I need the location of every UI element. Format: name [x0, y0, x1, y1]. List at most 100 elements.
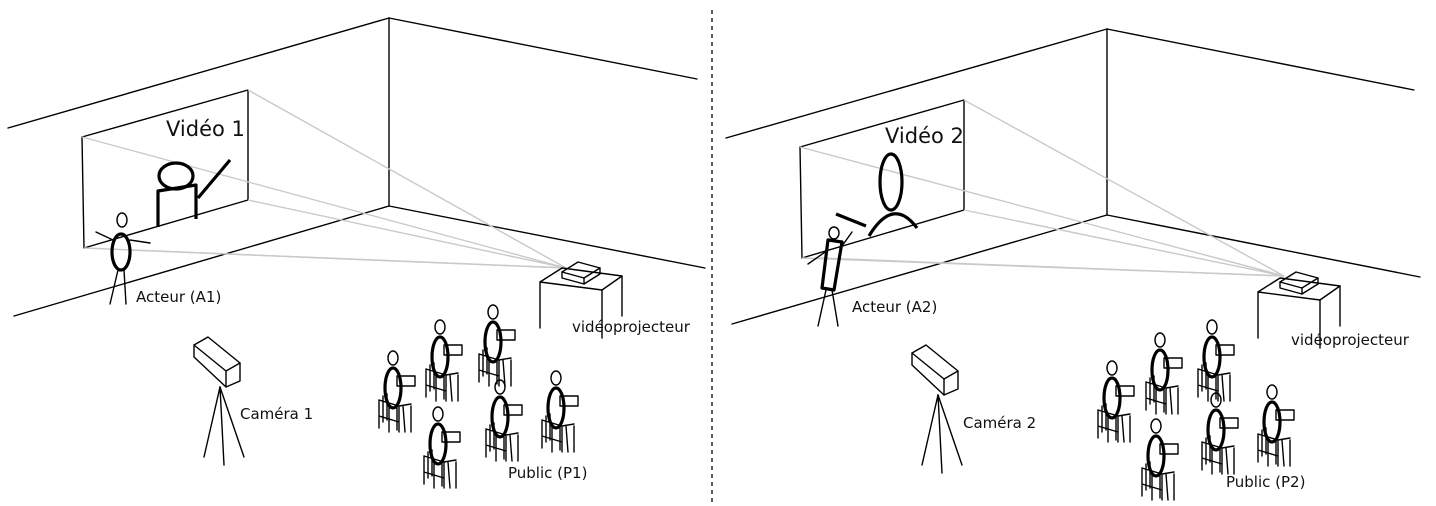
actor-arm — [95, 231, 114, 241]
scene-2 — [725, 28, 1421, 501]
spectator-head — [1154, 332, 1166, 348]
camera-1-label: Caméra 1 — [240, 405, 314, 423]
scene-1 — [7, 17, 706, 489]
actor-1 — [95, 212, 151, 305]
spectator-body — [1202, 335, 1222, 379]
actor-leg — [831, 289, 839, 327]
spectator — [1145, 332, 1183, 415]
wall-top-right-edge — [388, 17, 698, 80]
spectator-body — [1262, 400, 1282, 444]
actor-arm — [841, 231, 853, 247]
actor-body — [820, 238, 844, 292]
leg — [1221, 374, 1225, 402]
camera-body-side — [225, 362, 241, 388]
spectator — [1141, 418, 1179, 501]
tripod-leg — [203, 386, 221, 458]
actor-arm — [129, 239, 151, 244]
projected-body — [156, 183, 198, 227]
spectator-body — [1150, 348, 1170, 392]
spectator-head — [1210, 392, 1222, 408]
projected-body — [867, 212, 919, 237]
chair — [1197, 368, 1231, 402]
spectator-head — [1266, 384, 1278, 400]
actor-leg — [817, 289, 827, 327]
spectator — [425, 319, 463, 402]
spectator-body — [383, 366, 403, 410]
projector-1-label: vidéoprojecteur — [572, 318, 690, 336]
leg — [1225, 447, 1229, 475]
camera-body-top — [911, 344, 959, 380]
projected-arm — [196, 158, 232, 200]
spectator-body — [1206, 408, 1226, 452]
spectator-head — [432, 406, 444, 422]
chair — [425, 368, 459, 402]
spectator-device — [1115, 385, 1135, 397]
spectator-body — [428, 422, 448, 466]
spectator-head — [387, 350, 399, 366]
leg — [447, 461, 451, 489]
actor-2-label: Acteur (A2) — [852, 298, 938, 316]
spectator-head — [487, 304, 499, 320]
leg — [402, 405, 406, 433]
actor-1-label: Acteur (A1) — [136, 288, 222, 306]
tripod-leg — [921, 394, 939, 466]
spectator-head — [1150, 418, 1162, 434]
projection-beam — [801, 257, 1285, 277]
chair — [1097, 409, 1131, 443]
floor-right-edge — [388, 205, 706, 269]
spectator-device — [1163, 357, 1183, 369]
spectator — [485, 379, 523, 462]
projector-2-label: vidéoprojecteur — [1291, 331, 1409, 349]
projection-beam — [963, 209, 1285, 277]
actor-leg — [109, 269, 119, 305]
spectator — [1201, 392, 1239, 475]
video-1-label: Vidéo 1 — [166, 117, 245, 141]
projector-box-side — [583, 267, 601, 285]
leg — [502, 359, 506, 387]
spectator-device — [1215, 344, 1235, 356]
projection-beam — [83, 247, 567, 269]
projected-head — [878, 152, 904, 212]
spectator — [478, 304, 516, 387]
spectator-device — [396, 375, 416, 387]
projector-box-side — [1279, 281, 1303, 295]
spectator-head — [494, 379, 506, 395]
camera-tripod — [193, 336, 245, 466]
camera-body-side — [943, 370, 959, 396]
spectator-device — [1219, 417, 1239, 429]
leg — [509, 434, 513, 462]
room-walls — [7, 17, 706, 317]
spectator-device — [559, 395, 579, 407]
video-projector — [539, 261, 623, 339]
room-walls — [725, 28, 1421, 325]
video-1-projected-figure — [156, 158, 232, 227]
camera-2-label: Caméra 2 — [963, 414, 1037, 432]
spectator-body — [546, 386, 566, 430]
projection-beam — [247, 199, 567, 269]
spectator-head — [550, 370, 562, 386]
video-2-label: Vidéo 2 — [885, 124, 964, 148]
public-2-label: Public (P2) — [1226, 473, 1306, 491]
public-1-label: Public (P1) — [508, 464, 588, 482]
projection-beam — [799, 146, 1285, 277]
spectator-head — [434, 319, 446, 335]
spectator-body — [1102, 376, 1122, 420]
spectator — [1257, 384, 1295, 467]
video-projector — [1257, 271, 1341, 349]
tripod-leg — [219, 386, 245, 458]
actor-leg — [123, 269, 127, 305]
wall-top-right-edge — [1106, 28, 1415, 91]
projection-beam — [963, 99, 1285, 277]
actor-body — [110, 232, 132, 272]
projection-beam — [81, 136, 567, 269]
leg — [1169, 387, 1173, 415]
chair — [378, 399, 412, 433]
video-2-projected-figure — [835, 152, 919, 237]
leg — [449, 374, 453, 402]
floor-right-edge — [1106, 214, 1421, 278]
chair — [541, 419, 575, 453]
spectator-head — [1206, 319, 1218, 335]
leg — [565, 425, 569, 453]
spectator-body — [483, 320, 503, 364]
